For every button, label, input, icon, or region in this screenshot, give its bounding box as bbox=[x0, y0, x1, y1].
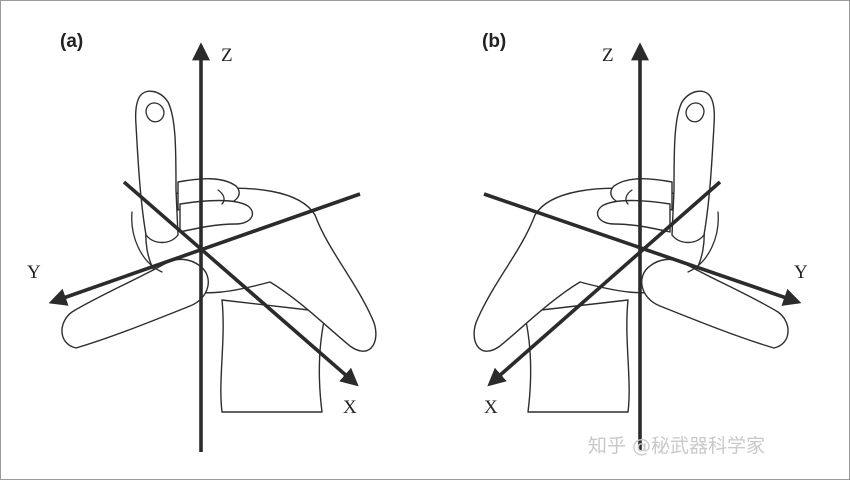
panel-label-b: (b) bbox=[482, 31, 506, 52]
z-axis-label-a: Z bbox=[221, 45, 233, 66]
y-axis-a bbox=[48, 192, 361, 306]
ring-finger-b bbox=[596, 199, 671, 233]
thumb-crease bbox=[131, 211, 163, 273]
panel-a: (a) Z Y X bbox=[27, 31, 377, 452]
thumb-crease-b bbox=[687, 211, 719, 273]
watermark: 知乎 @秘武器科学家 bbox=[588, 435, 765, 457]
panel-b: (b) Z Y X bbox=[473, 31, 808, 450]
x-axis-label-b: X bbox=[484, 397, 498, 418]
y-axis-label-b: Y bbox=[794, 262, 808, 283]
finger-crease bbox=[217, 189, 225, 205]
index-nail-b bbox=[685, 102, 705, 123]
x-axis-label-a: X bbox=[343, 397, 357, 418]
finger-crease-b bbox=[625, 189, 633, 205]
thumb-b bbox=[641, 258, 789, 349]
left-hand-illustration bbox=[61, 90, 377, 413]
index-finger-b bbox=[671, 90, 716, 244]
y-axis-label-a: Y bbox=[27, 262, 41, 283]
y-axis-b bbox=[483, 192, 802, 306]
index-finger bbox=[134, 90, 179, 244]
z-axis-label-b: Z bbox=[602, 45, 614, 66]
wrist bbox=[220, 299, 327, 413]
index-nail bbox=[145, 102, 165, 123]
right-hand-illustration bbox=[473, 90, 789, 413]
x-axis-a bbox=[122, 180, 359, 387]
x-axis-b bbox=[487, 180, 722, 387]
wrist-b bbox=[523, 299, 630, 413]
panel-label-a: (a) bbox=[60, 31, 83, 52]
